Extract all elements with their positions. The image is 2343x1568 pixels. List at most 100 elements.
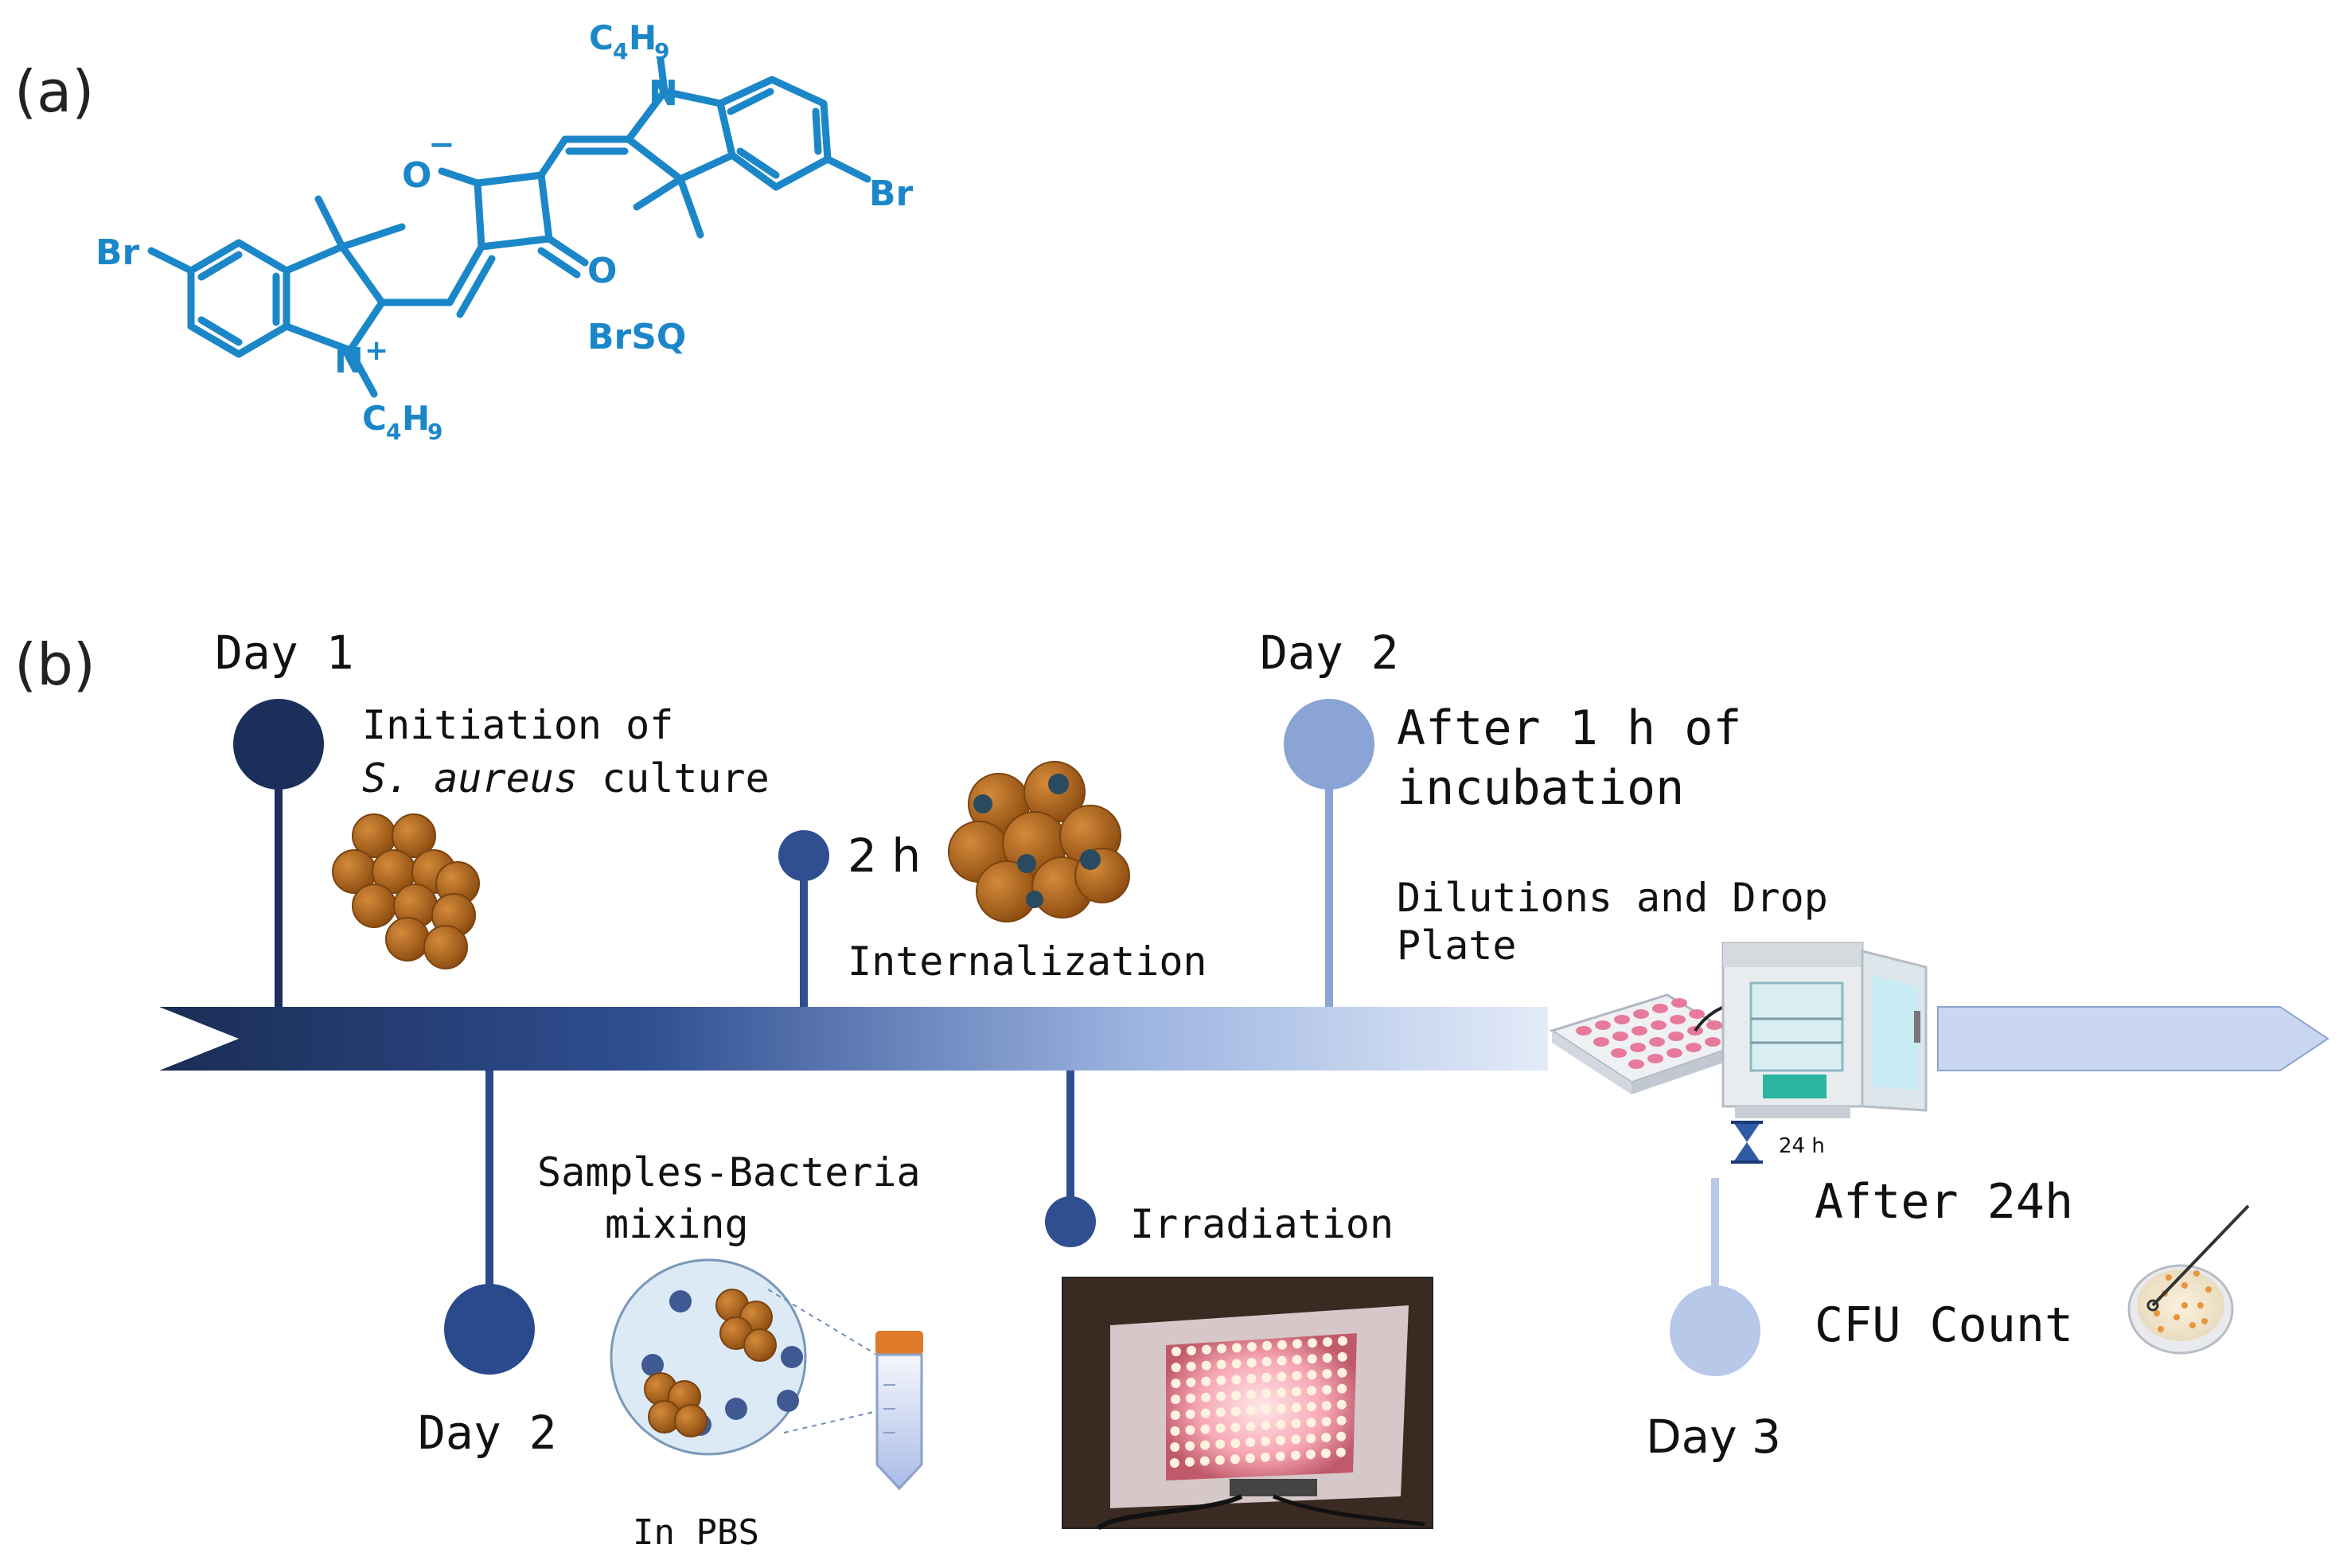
day2-incubation-line2: incubation	[1397, 760, 1684, 816]
plate-well	[1667, 1048, 1682, 1058]
svg-text:9: 9	[427, 419, 442, 445]
led	[1307, 1386, 1317, 1396]
led	[1338, 1336, 1347, 1346]
led	[1201, 1392, 1211, 1402]
squaraine-ring	[474, 171, 553, 251]
colonies	[2154, 1270, 2212, 1332]
colony	[2205, 1286, 2212, 1293]
led	[1246, 1406, 1256, 1415]
mixing-zoom-icon	[610, 1258, 888, 1456]
led	[1277, 1371, 1287, 1382]
timeline-arrow-body	[159, 1007, 1548, 1071]
svg-text:4: 4	[386, 419, 401, 445]
led	[1185, 1425, 1195, 1435]
panel-a-label: (a)	[14, 58, 94, 125]
led	[1170, 1410, 1180, 1420]
svg-text:4: 4	[613, 38, 628, 64]
colony	[2154, 1310, 2160, 1316]
led	[1261, 1420, 1271, 1430]
mix-bacteria-2	[644, 1372, 708, 1437]
led	[1321, 1417, 1331, 1426]
butyl-bottom-label: C 4 H 9	[362, 399, 442, 445]
led	[1172, 1347, 1181, 1356]
day3-label: Day 3	[1646, 1410, 1781, 1464]
colony	[2201, 1318, 2208, 1324]
led	[1216, 1375, 1226, 1386]
day2-mixing-line1: Samples-Bacteria	[537, 1149, 921, 1196]
svg-text:9: 9	[654, 38, 669, 64]
plate-well	[1651, 1020, 1667, 1030]
plate-well	[1671, 998, 1687, 1008]
led	[1169, 1458, 1179, 1468]
led	[1215, 1423, 1226, 1433]
br-right-label: Br	[869, 174, 914, 214]
plate-well	[1593, 1037, 1609, 1047]
led	[1322, 1385, 1332, 1394]
plate-well	[1649, 1037, 1665, 1047]
colony	[2158, 1326, 2164, 1332]
mix-bacteria-1	[715, 1289, 777, 1362]
plate-well	[1633, 1009, 1649, 1019]
petri-dish-icon	[2127, 1204, 2250, 1355]
day3-pin	[1670, 1178, 1760, 1376]
led	[1306, 1433, 1316, 1444]
butyl-top-label: C 4 H 9	[589, 18, 669, 64]
timeline-arrow-head	[1937, 1006, 2329, 1071]
plate-well	[1706, 1020, 1722, 1030]
molecule-name: BrSQ	[587, 317, 686, 357]
internalized-bacteria-icon	[948, 761, 1130, 922]
plus-sign: +	[365, 334, 388, 367]
led	[1291, 1434, 1301, 1445]
plate-well	[1611, 1048, 1627, 1058]
led	[1247, 1342, 1257, 1352]
plate-well	[1614, 1015, 1630, 1024]
led	[1306, 1418, 1316, 1428]
led	[1231, 1391, 1242, 1401]
led	[1200, 1424, 1210, 1434]
led	[1306, 1402, 1316, 1412]
led	[1171, 1379, 1181, 1388]
led	[1200, 1408, 1210, 1418]
n-plus-label: N	[334, 341, 364, 381]
plate-well	[1686, 1043, 1702, 1052]
led	[1337, 1383, 1347, 1394]
day2-incubation-pin	[1284, 699, 1374, 1007]
led	[1336, 1415, 1347, 1426]
led	[1231, 1359, 1242, 1369]
plate-well	[1632, 1026, 1647, 1036]
led-grid	[1169, 1336, 1347, 1468]
br-left-label: Br	[96, 232, 140, 273]
two-hour-label: 2 h	[848, 829, 921, 883]
led	[1214, 1455, 1225, 1465]
led	[1276, 1403, 1286, 1414]
led	[1201, 1360, 1211, 1371]
plate-well	[1705, 1037, 1721, 1047]
led	[1217, 1344, 1226, 1354]
led	[1275, 1451, 1285, 1461]
irradiation-pin	[1045, 1071, 1096, 1247]
in-pbs-label: In PBS	[633, 1512, 759, 1553]
right-indole-ring	[625, 88, 736, 183]
led	[1246, 1437, 1256, 1447]
led-array-photo	[1062, 1277, 1433, 1531]
plate-wells	[1576, 998, 1740, 1069]
led	[1277, 1387, 1287, 1398]
day3-line2: CFU Count	[1815, 1297, 2073, 1353]
day1-label: Day 1	[215, 626, 354, 680]
o-carbonyl-label: O	[587, 251, 617, 291]
led	[1200, 1440, 1210, 1450]
plate-well	[1576, 1026, 1592, 1036]
led	[1261, 1356, 1272, 1367]
colony	[2181, 1302, 2188, 1309]
led	[1260, 1452, 1270, 1462]
led	[1292, 1371, 1302, 1381]
led	[1321, 1401, 1331, 1410]
led	[1170, 1442, 1180, 1452]
colony	[2173, 1314, 2180, 1320]
led	[1307, 1370, 1317, 1380]
led	[1245, 1453, 1255, 1463]
left-benzene-ring	[187, 239, 290, 358]
incubator-icon	[1721, 942, 1928, 1118]
led	[1185, 1441, 1195, 1451]
